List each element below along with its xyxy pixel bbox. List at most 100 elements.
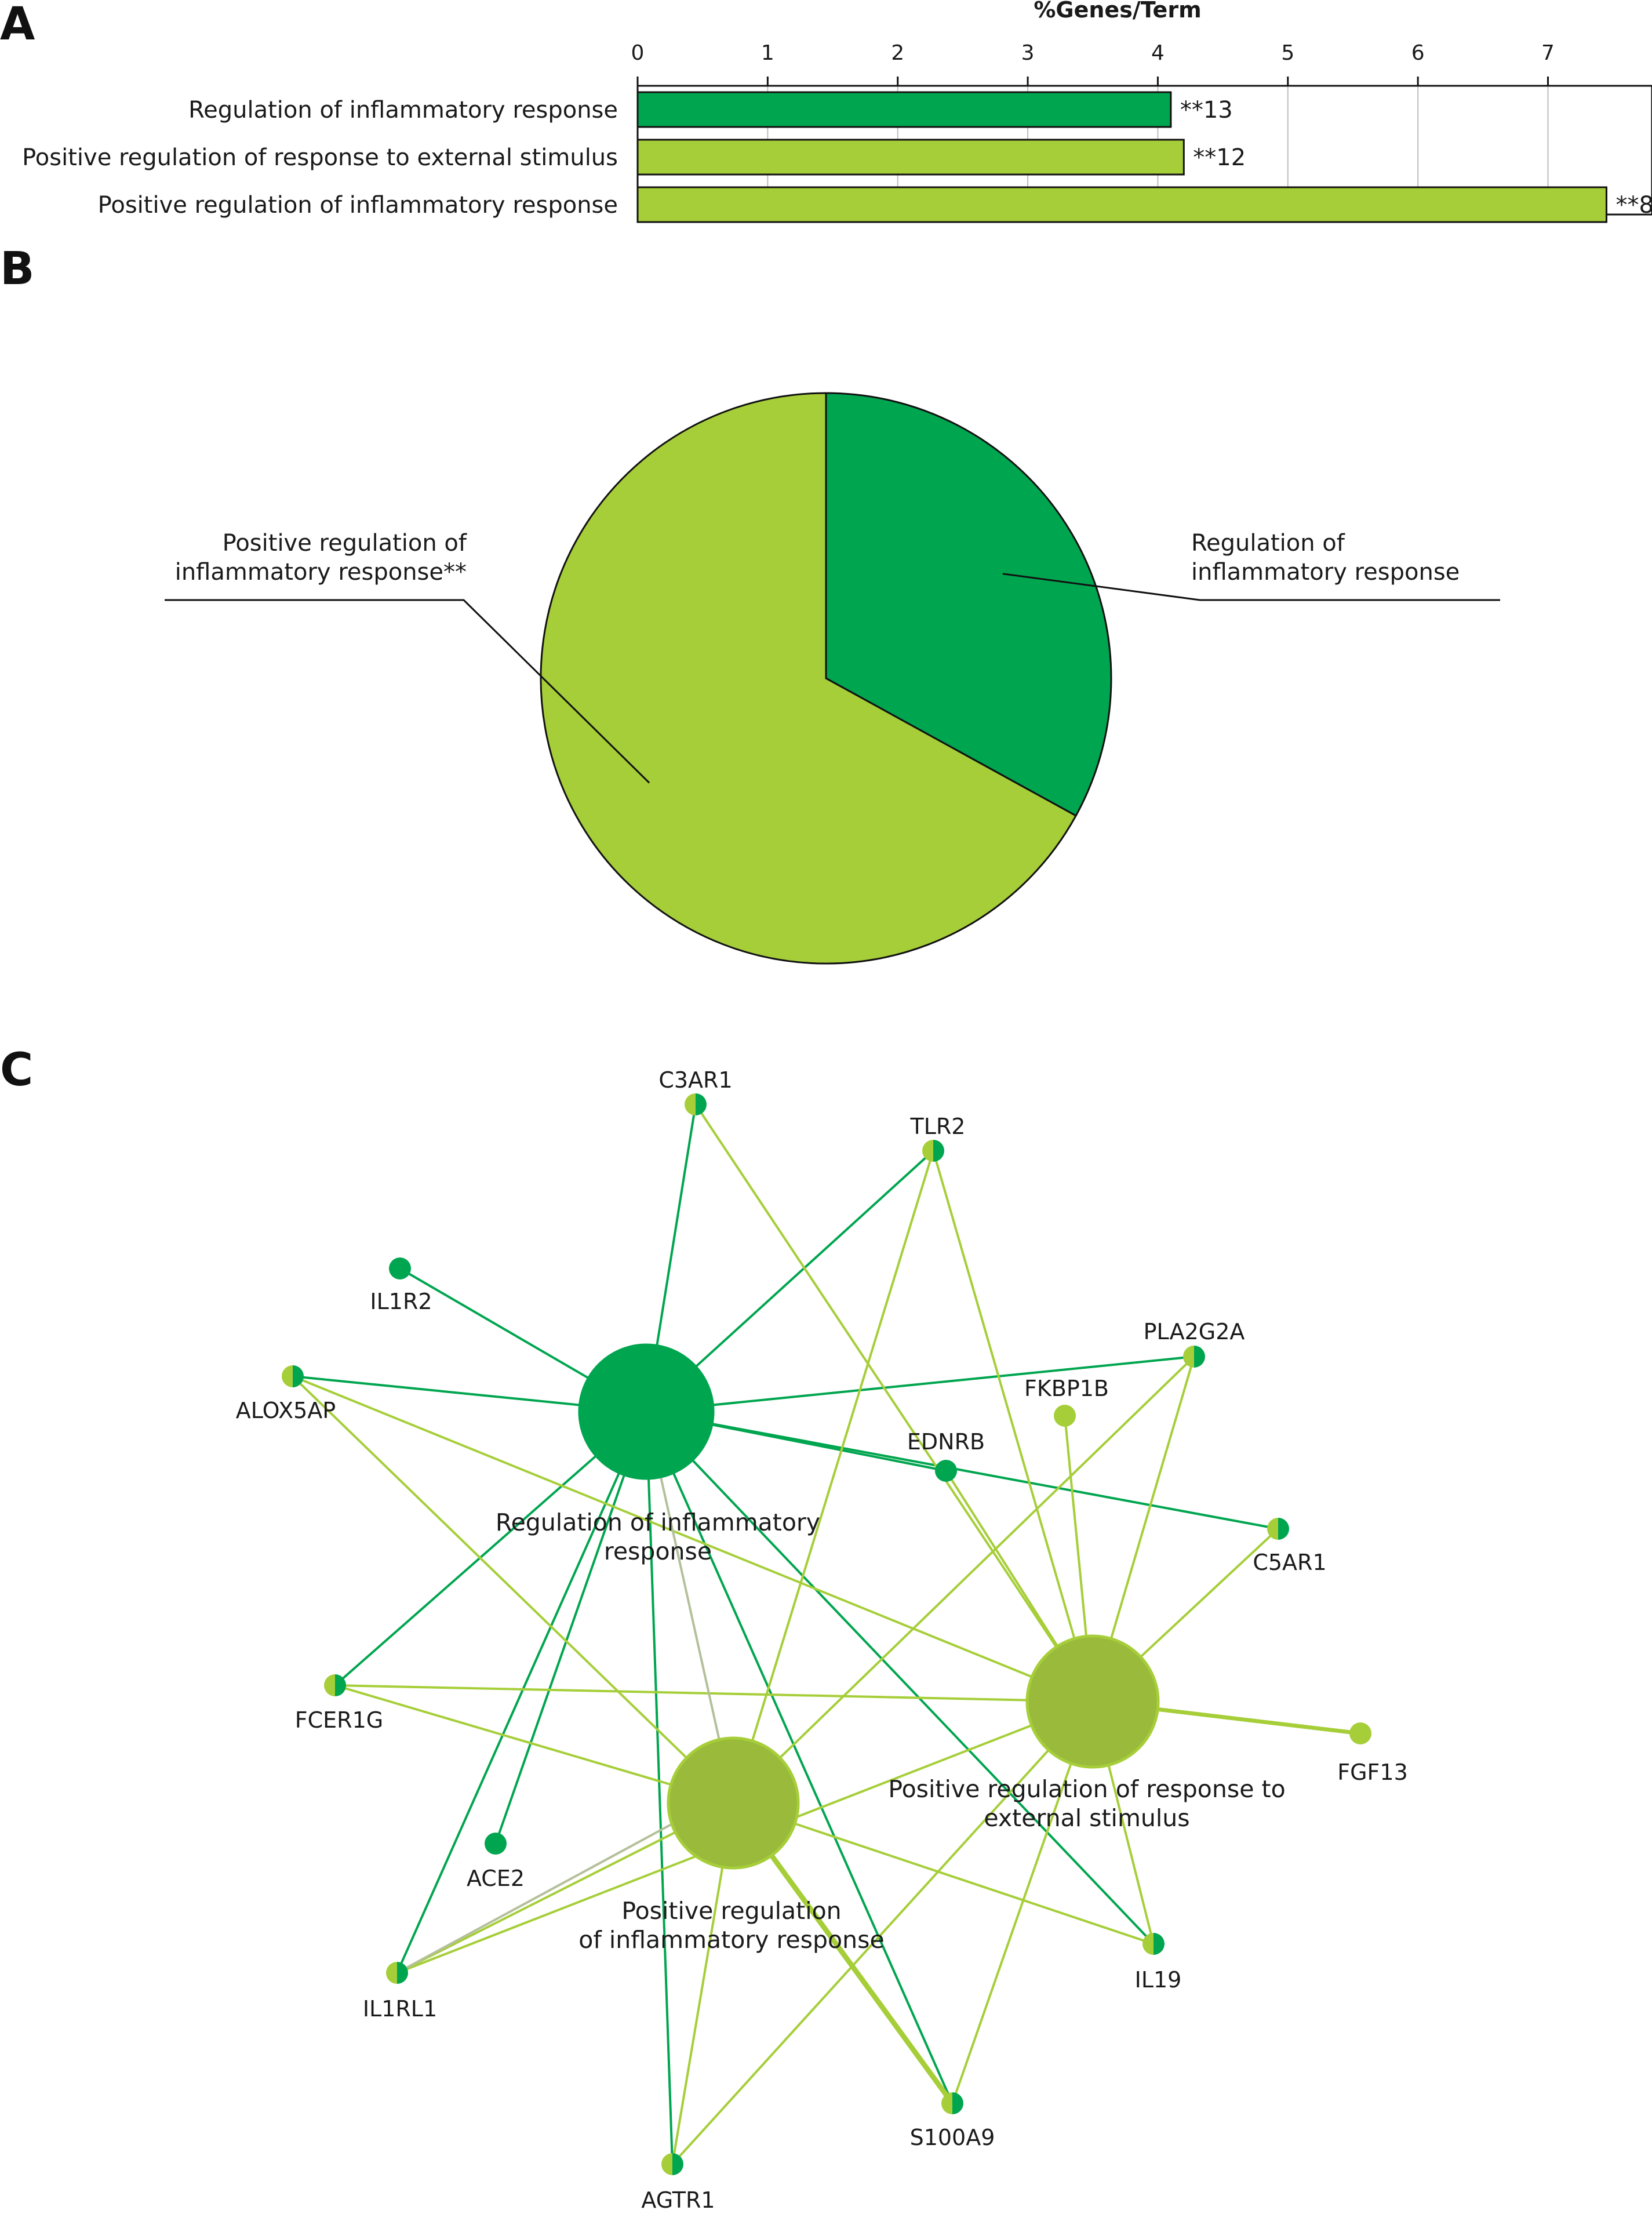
- pie-slice-label: inflammatory response**: [175, 559, 467, 586]
- network-hub-label: Positive regulation of response to: [888, 1775, 1285, 1803]
- pie-slice-label: Positive regulation of: [223, 530, 467, 557]
- network-gene-node-half: [1278, 1518, 1289, 1540]
- network-gene-node: [1349, 1722, 1371, 1744]
- network-gene-label: IL1R2: [370, 1289, 432, 1314]
- network-gene-label: C3AR1: [658, 1067, 732, 1093]
- network-hub-label: of inflammatory response: [578, 1926, 884, 1954]
- network-edge: [292, 1375, 734, 1804]
- network-gene-node-half: [386, 1962, 397, 1984]
- bar-tick-label: 2: [891, 41, 904, 65]
- network-gene-node-half: [1142, 1933, 1154, 1955]
- bar: [636, 139, 1185, 176]
- network-edge: [694, 1103, 1094, 1703]
- network-gene-label: AGTR1: [641, 2187, 715, 2213]
- network-gene-label: EDNRB: [907, 1429, 985, 1455]
- bar: [636, 186, 1607, 223]
- panel-letter-a: A: [0, 0, 35, 50]
- network-gene-node-half: [922, 1140, 933, 1162]
- network-edge: [645, 1411, 1155, 1945]
- pie-slice-label: Regulation of: [1191, 530, 1345, 557]
- network-gene-node-half: [661, 2153, 672, 2175]
- network-hub-label: external stimulus: [984, 1804, 1189, 1832]
- bar-value-label: **12: [1193, 144, 1246, 171]
- network-edge: [334, 1684, 734, 1804]
- network-edge: [645, 1411, 674, 2165]
- network-gene-node-half: [335, 1674, 346, 1696]
- network-edge: [334, 1411, 647, 1686]
- network-edge: [396, 1816, 685, 1974]
- network-gene-node-half: [1183, 1346, 1194, 1368]
- network-edge: [733, 1802, 1154, 1945]
- network-hub-node: [578, 1343, 715, 1480]
- network-edge: [951, 1701, 1094, 2104]
- bar-tick-label: 4: [1151, 41, 1165, 65]
- pie-slices: [540, 392, 1112, 965]
- bars: [636, 91, 1607, 223]
- network-edges: [292, 1103, 1361, 2165]
- network-gene-label: ALOX5AP: [236, 1398, 336, 1423]
- pie-slice: [825, 392, 1112, 817]
- network-gene-node: [1054, 1405, 1076, 1427]
- gene-term-network: Regulation of inflammatoryresponsePositi…: [236, 1067, 1408, 2213]
- network-gene-node-half: [1194, 1346, 1205, 1368]
- network-gene-label: FCER1G: [295, 1707, 383, 1733]
- network-gene-node-half: [1267, 1518, 1278, 1540]
- network-gene-node-half: [952, 2092, 963, 2114]
- network-gene-label: PLA2G2A: [1144, 1319, 1245, 1344]
- network-gene-node-half: [282, 1365, 293, 1387]
- panel-letter-b: B: [0, 243, 34, 295]
- network-hub-node: [1025, 1634, 1160, 1769]
- network-gene-label: IL1RL1: [363, 1996, 437, 2022]
- bar-category-label: Regulation of inflammatory response: [188, 97, 618, 123]
- bar-category-label: Positive regulation of inflammatory resp…: [98, 192, 618, 219]
- network-gene-node-half: [1154, 1933, 1165, 1955]
- network-hub-label: Regulation of inflammatory: [496, 1508, 820, 1536]
- network-gene-node-half: [397, 1962, 408, 1984]
- network-edge: [494, 1411, 647, 1844]
- panel-letter-c: C: [0, 1044, 33, 1096]
- bar-value-label: **13: [1180, 97, 1233, 123]
- network-gene-node-half: [293, 1365, 304, 1387]
- network-hub-label: Positive regulation: [621, 1897, 841, 1925]
- network-nodes: [282, 1093, 1371, 2175]
- network-edge: [732, 1150, 934, 1804]
- network-edge: [646, 1355, 1195, 1413]
- bar-category-labels: Regulation of inflammatory responsePosit…: [22, 97, 618, 219]
- network-edge: [645, 1411, 954, 2104]
- network-gene-node-half: [672, 2153, 683, 2175]
- bar-category-label: Positive regulation of response to exter…: [22, 144, 618, 171]
- bar-value-labels: **13 **12 **8: [1180, 97, 1652, 219]
- bar-tick-label: 0: [631, 41, 645, 65]
- bar: [636, 91, 1172, 128]
- network-hub-label: response: [604, 1537, 712, 1565]
- bar-tick-label: 7: [1541, 41, 1555, 65]
- pie-leader-line: [165, 599, 650, 784]
- pie-leader-line: [1002, 573, 1500, 601]
- pie-slice: [540, 392, 1078, 965]
- pie-slice-label: inflammatory response: [1191, 559, 1460, 586]
- network-gene-node: [485, 1833, 507, 1855]
- bar-x-axis-title: %Genes/Term: [1034, 0, 1201, 23]
- network-edge: [396, 1411, 647, 1973]
- network-gene-node-half: [941, 2092, 952, 2114]
- network-edge: [334, 1684, 1093, 1703]
- network-gene-label: FKBP1B: [1024, 1376, 1109, 1401]
- network-edge: [932, 1150, 1094, 1702]
- network-edge: [732, 1355, 1195, 1804]
- network-hub-node: [667, 1736, 800, 1870]
- network-gene-node-half: [933, 1140, 944, 1162]
- network-gene-label: S100A9: [910, 2125, 995, 2150]
- network-edge: [646, 1411, 1279, 1530]
- bar-value-label: **8: [1615, 192, 1652, 219]
- network-labels: Regulation of inflammatoryresponsePositi…: [236, 1067, 1408, 2213]
- network-gene-label: FGF13: [1337, 1760, 1408, 1785]
- network-gene-node-half: [696, 1093, 707, 1115]
- network-gene-node-half: [324, 1674, 335, 1696]
- network-gene-node: [389, 1257, 411, 1279]
- bar-tick-label: 5: [1281, 41, 1294, 65]
